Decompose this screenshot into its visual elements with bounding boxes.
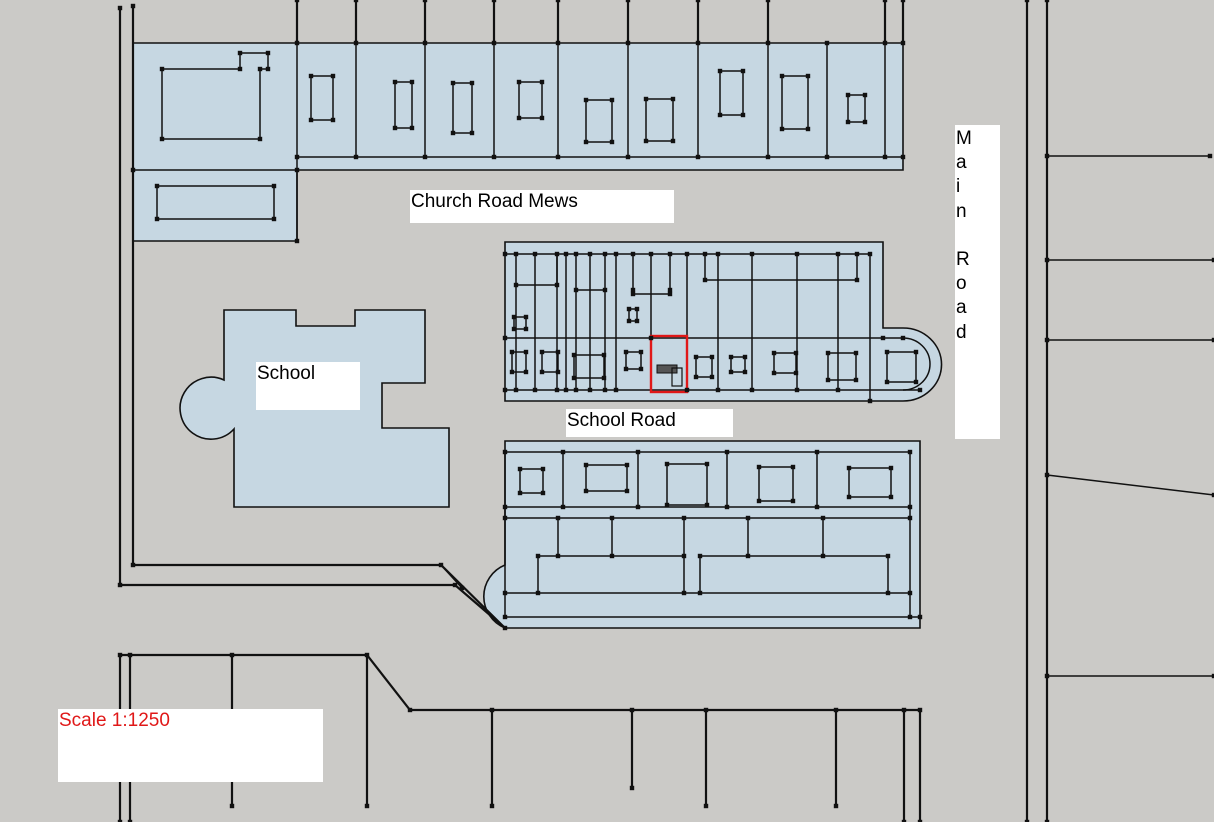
vertex-markers <box>117 0 1214 822</box>
church-road-mews-label: Church Road Mews <box>410 190 674 223</box>
roads <box>118 0 1214 822</box>
school-road-label: School Road <box>566 409 733 437</box>
selected-property[interactable] <box>649 334 689 394</box>
middle-block <box>504 241 943 402</box>
lower-block <box>483 440 921 629</box>
scale-label: Scale 1:1250 <box>58 709 323 782</box>
church-road-mews-block <box>132 42 904 242</box>
school-label: School <box>256 362 360 410</box>
